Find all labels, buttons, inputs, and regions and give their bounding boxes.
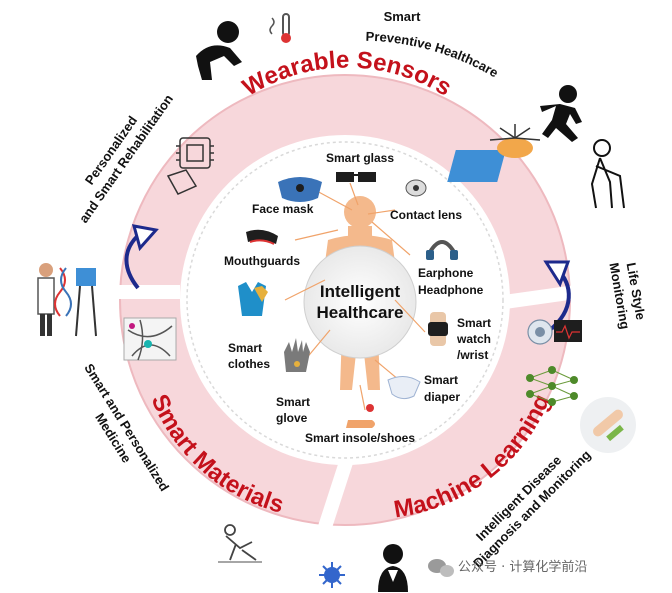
injured-person-icon — [218, 524, 262, 563]
label-smart-glove-1: Smart — [276, 395, 310, 409]
material-network-icon — [123, 317, 177, 361]
inner-dashed-circle — [186, 141, 504, 459]
label-smart-insole: Smart insole/shoes — [305, 431, 415, 445]
arrow-left-icon — [124, 224, 159, 290]
smart-diaper-icon — [387, 376, 421, 400]
label-face-mask: Face mask — [252, 202, 314, 216]
virus-icon — [319, 562, 345, 588]
ring-gap-bottom — [317, 449, 357, 531]
smart-glass-icon — [336, 172, 376, 182]
smart-clothes-icon — [238, 282, 268, 316]
headphone-icon — [426, 240, 458, 260]
smart-watch-icon — [428, 312, 448, 346]
smart-glove-icon — [284, 338, 310, 372]
injection-photo-icon — [580, 397, 636, 453]
label-smart-diaper-1: Smart — [424, 373, 458, 387]
female-doctor-icon — [378, 544, 408, 592]
crawling-baby-icon — [196, 21, 242, 80]
ring-gap-left — [100, 285, 180, 299]
label-smart-watch-2: watch — [456, 332, 491, 346]
label-earphone: Earphone — [418, 266, 474, 280]
label-smart-clothes-1: Smart — [228, 341, 262, 355]
watermark-text: 公众号 · 计算化学前沿 — [458, 559, 587, 575]
label-smart-diaper-2: diaper — [424, 390, 460, 404]
center-node: Intelligent Healthcare — [303, 245, 417, 359]
center-line-1: Intelligent — [320, 282, 401, 301]
neural-network-icon — [526, 366, 578, 406]
thermometer-icon — [269, 13, 291, 43]
monitor-head-icon — [527, 319, 582, 345]
label-smart-clothes-2: clothes — [228, 357, 270, 371]
contact-lens-icon — [405, 179, 427, 197]
label-smart-glass: Smart glass — [326, 151, 394, 165]
center-line-2: Healthcare — [317, 303, 404, 322]
smart-shoe-icon — [346, 404, 375, 428]
label-contact-lens: Contact lens — [390, 208, 462, 222]
wechat-icon — [428, 559, 454, 577]
label-mouthguards: Mouthguards — [224, 254, 300, 268]
outer-right: Life Style Monitoring — [606, 259, 649, 331]
face-mask-icon — [278, 177, 322, 202]
elderly-person-icon — [590, 139, 625, 209]
watermark: 公众号 · 计算化学前沿 — [428, 559, 587, 577]
running-person-icon — [540, 85, 582, 142]
outer-top-right-line-1: Smart — [384, 9, 422, 24]
ring-gap-right — [499, 284, 581, 310]
label-smart-watch-3: /wrist — [457, 348, 488, 362]
doctor-lab-icon — [37, 263, 97, 337]
label-smart-watch-1: Smart — [457, 316, 491, 330]
label-headphone: Headphone — [418, 283, 484, 297]
cloud-network-icon — [447, 124, 541, 182]
mouthguards-icon — [246, 229, 278, 245]
chip-icon — [166, 137, 214, 195]
label-smart-glove-2: glove — [276, 411, 308, 425]
